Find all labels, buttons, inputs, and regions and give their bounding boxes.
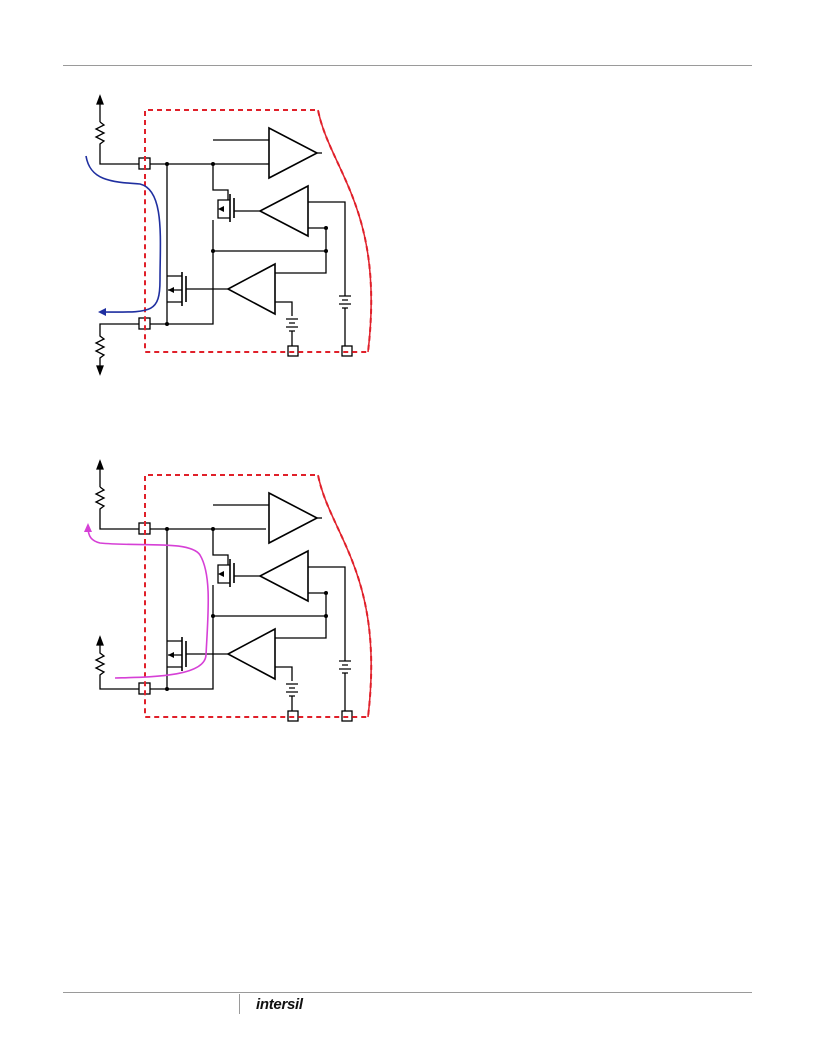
net-source-upper — [212, 164, 229, 200]
logo-text: intersil — [256, 996, 303, 1013]
arrow-down-icon — [96, 365, 104, 376]
current-arrow-icon — [84, 523, 92, 532]
mosfet-upper — [229, 194, 235, 222]
circuit-2-svg — [84, 459, 373, 722]
circuit-diagram-2 — [0, 455, 816, 785]
arrow-up-icon — [96, 459, 104, 470]
footer-divider — [239, 994, 240, 1014]
opamp-upper — [258, 184, 309, 238]
battery-wire — [308, 201, 346, 296]
circuit-1-svg — [85, 94, 373, 376]
header-rule — [63, 65, 752, 66]
opamp-lower — [226, 262, 276, 316]
resistor-bottom — [94, 323, 139, 374]
intersil-logo: intersil — [256, 996, 328, 1018]
ic-boundary — [144, 474, 373, 718]
arrow-up-icon-2 — [96, 635, 104, 646]
current-arrow-icon — [98, 308, 106, 316]
footer-rule — [63, 992, 752, 993]
battery-left — [286, 318, 298, 346]
ic-boundary — [144, 109, 373, 353]
opamp-comparator — [268, 126, 319, 180]
battery-right — [339, 295, 351, 346]
net-bottom — [150, 230, 327, 325]
mosfet-lower — [181, 272, 187, 306]
resistor-top — [94, 486, 139, 530]
current-path-blue — [85, 155, 162, 313]
resistor-bottom — [94, 637, 139, 690]
arrow-up-icon — [96, 94, 104, 105]
current-path-magenta — [87, 526, 210, 679]
resistor-top — [94, 121, 139, 165]
circuit-diagram-1 — [0, 90, 816, 420]
